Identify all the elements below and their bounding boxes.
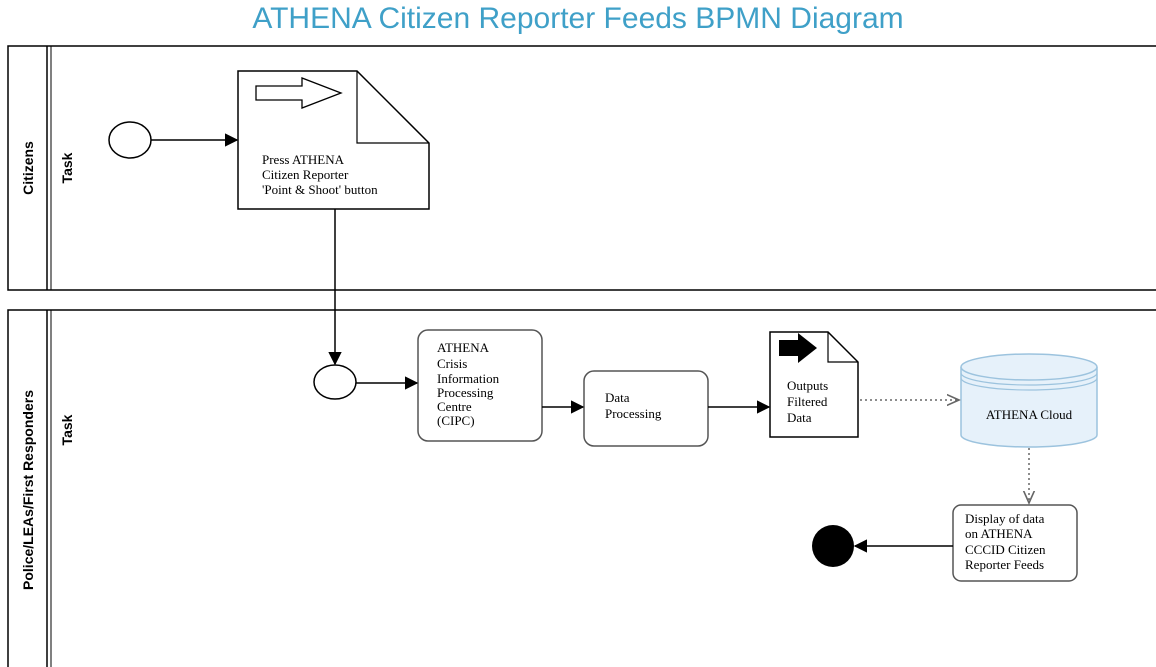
cipc-line-1: ATHENA (437, 340, 490, 355)
task-data-processing[interactable]: Data Processing (583, 370, 709, 447)
outputs-line-3: Data (787, 410, 812, 425)
task-cipc[interactable]: ATHENA Crisis Information Processing Cen… (417, 329, 543, 442)
pool-label-citizens: Citizens (20, 141, 36, 195)
end-event[interactable] (812, 525, 854, 567)
cipc-line-6: (CIPC) (437, 413, 475, 428)
display-line-2: on ATHENA (965, 526, 1033, 541)
lane-label-citizens-task: Task (59, 152, 75, 183)
task-display[interactable]: Display of data on ATHENA CCCID Citizen … (952, 504, 1078, 582)
press-button-line-2: Citizen Reporter (262, 167, 349, 182)
data-processing-line-2: Processing (605, 406, 662, 421)
sequence-flows (151, 133, 953, 553)
solid-arrow-icon (779, 333, 817, 363)
cipc-line-2: Crisis (437, 356, 467, 371)
press-button-line-3: 'Point & Shoot' button (262, 182, 378, 197)
document-outputs[interactable]: Outputs Filtered Data (769, 331, 859, 438)
cipc-line-4: Processing (437, 385, 494, 400)
press-button-line-1: Press ATHENA (262, 152, 345, 167)
outputs-line-2: Filtered (787, 394, 828, 409)
outputs-line-1: Outputs (787, 378, 828, 393)
data-associations (860, 400, 1029, 503)
svg-text:Press ATHENA Citizen Rep: Press ATHENA Citizen Reporter 'Point & S… (262, 152, 378, 197)
cloud-label: ATHENA Cloud (986, 407, 1073, 422)
svg-text:Display of data on ATHEN: Display of data on ATHENA CCCID Citizen … (965, 511, 1049, 572)
svg-text:Outputs Filtered D: Outputs Filtered Data (787, 378, 831, 425)
hollow-arrow-icon (255, 77, 343, 109)
diagram-title: ATHENA Citizen Reporter Feeds BPMN Diagr… (252, 2, 904, 35)
pool-citizens: Citizens Task (7, 45, 1156, 291)
cipc-line-3: Information (437, 371, 500, 386)
pool-label-police: Police/LEAs/First Responders (20, 390, 36, 590)
intermediate-event[interactable] (313, 364, 357, 400)
cipc-line-5: Centre (437, 399, 472, 414)
svg-text:Data Processing: Data Processing (605, 390, 662, 421)
data-processing-line-1: Data (605, 390, 630, 405)
display-line-1: Display of data (965, 511, 1045, 526)
datastore-athena-cloud[interactable]: ATHENA Cloud (960, 353, 1098, 448)
lane-label-police-task: Task (59, 414, 75, 445)
document-press-button[interactable]: Press ATHENA Citizen Reporter 'Point & S… (237, 70, 430, 210)
display-line-3: CCCID Citizen (965, 542, 1046, 557)
display-line-4: Reporter Feeds (965, 557, 1044, 572)
start-event[interactable] (108, 121, 152, 159)
svg-text:ATHENA Crisis Info: ATHENA Crisis Information Processing Cen… (437, 340, 502, 428)
